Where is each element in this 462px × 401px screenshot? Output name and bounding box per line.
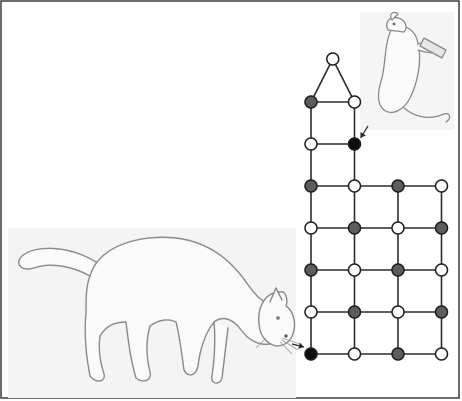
cat-eye [276, 316, 280, 320]
graph-node-r3c1 [349, 222, 361, 234]
graph-node-r0c0 [305, 96, 317, 108]
graph-node-apex [327, 53, 339, 65]
graph-node-r6c2 [392, 348, 404, 360]
graph-node-r4c0 [305, 264, 317, 276]
graph-node-r6c3 [436, 348, 448, 360]
cat-sketch [8, 228, 300, 398]
graph-node-r6c1 [349, 348, 361, 360]
graph-node-r3c2 [392, 222, 404, 234]
graph-node-r4c3 [436, 264, 448, 276]
mouse-sketch [360, 12, 454, 130]
graph-node-r2c2 [392, 180, 404, 192]
mouse-head [387, 18, 406, 32]
graph-node-r5c1 [349, 306, 361, 318]
graph-node-r1c1 [349, 138, 361, 150]
graph-node-r0c1 [349, 96, 361, 108]
cat-nose [284, 334, 287, 337]
graph-node-r2c1 [349, 180, 361, 192]
graph-node-r4c1 [349, 264, 361, 276]
graph-node-r2c0 [305, 180, 317, 192]
graph-node-r1c0 [305, 138, 317, 150]
graph-node-r3c3 [436, 222, 448, 234]
graph-node-r5c3 [436, 306, 448, 318]
graph-node-r2c3 [436, 180, 448, 192]
graph-node-r6c0 [305, 348, 317, 360]
graph-node-r5c2 [392, 306, 404, 318]
graph-node-r5c0 [305, 306, 317, 318]
graph-node-r3c0 [305, 222, 317, 234]
graph-node-r4c2 [392, 264, 404, 276]
mouse-eye [393, 23, 396, 26]
